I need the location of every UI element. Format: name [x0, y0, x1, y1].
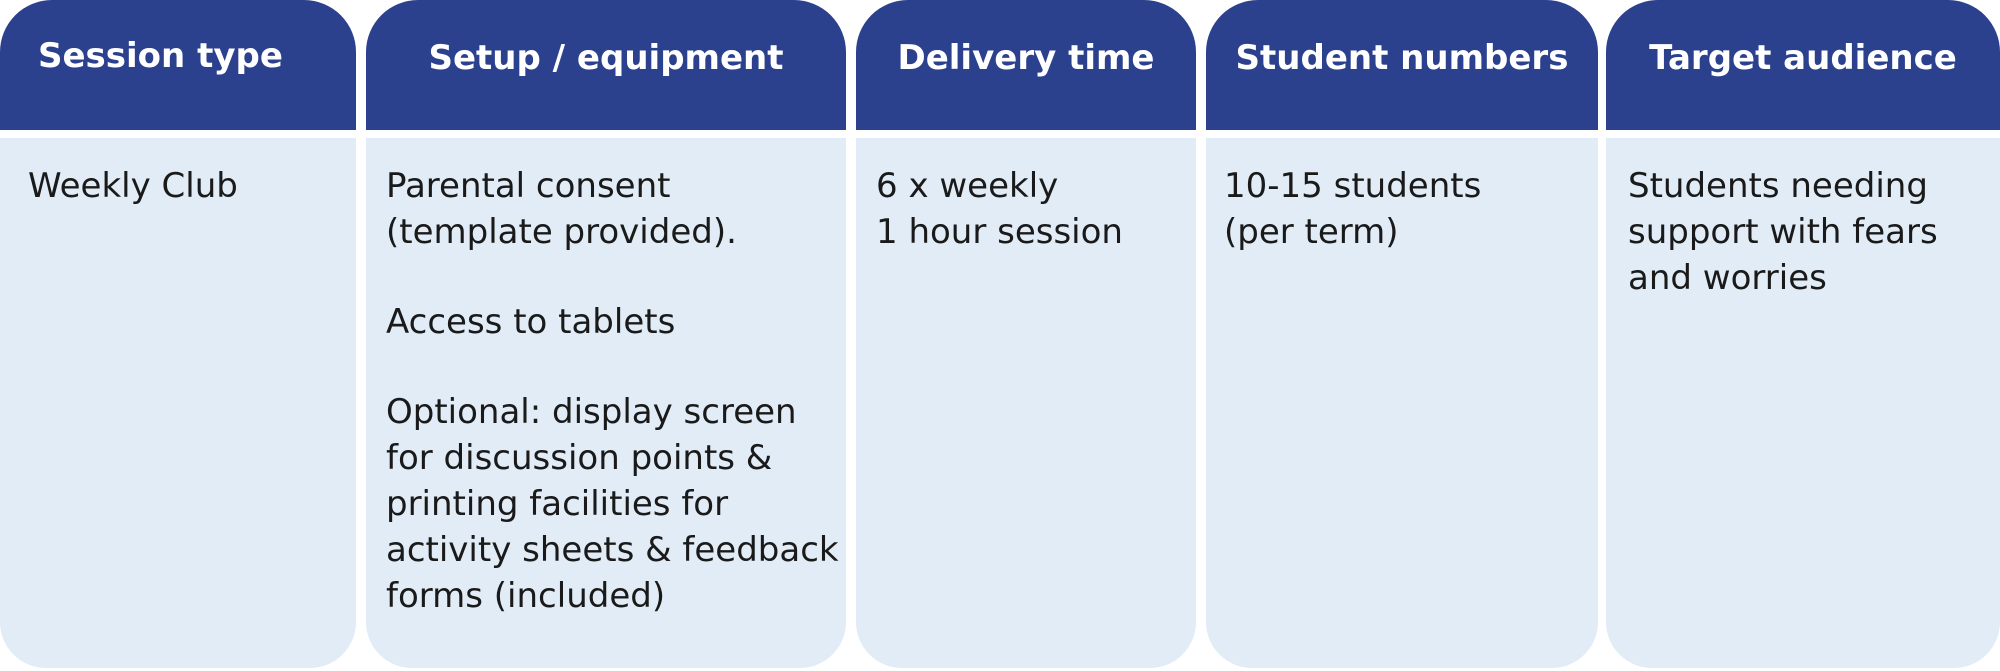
- column-delivery-time: Delivery time 6 x weekly 1 hour session: [856, 0, 1196, 668]
- header-label: Setup / equipment: [428, 38, 784, 78]
- cell-text-line: for discussion points &: [386, 438, 773, 478]
- column-session-type: Session type Weekly Club: [0, 0, 356, 668]
- header-session-type: Session type: [0, 0, 356, 130]
- cell-text-line: Optional: display screen: [386, 392, 797, 432]
- header-label: Student numbers: [1235, 38, 1569, 78]
- cell-student-numbers: 10-15 students (per term): [1206, 138, 1598, 668]
- header-delivery-time: Delivery time: [856, 0, 1196, 130]
- cell-text-line: printing facilities for: [386, 484, 729, 524]
- cell-text-line: and worries: [1628, 258, 1827, 298]
- cell-paragraph: Weekly Club: [28, 163, 356, 209]
- cell-paragraph: 6 x weekly 1 hour session: [876, 163, 1196, 255]
- cell-text-line: (template provided).: [386, 212, 737, 252]
- cell-setup-equipment: Parental consent (template provided). Ac…: [366, 138, 846, 668]
- cell-text-line: support with fears: [1628, 212, 1938, 252]
- cell-paragraph: Parental consent (template provided).: [386, 163, 846, 255]
- cell-text-line: forms (included): [386, 576, 666, 616]
- cell-text-line: Students needing: [1628, 166, 1928, 206]
- header-student-numbers: Student numbers: [1206, 0, 1598, 130]
- cell-text-line: Access to tablets: [386, 302, 676, 342]
- header-target-audience: Target audience: [1606, 0, 2000, 130]
- cell-delivery-time: 6 x weekly 1 hour session: [856, 138, 1196, 668]
- cell-paragraph: Optional: display screen for discussion …: [386, 389, 846, 619]
- cell-target-audience: Students needing support with fears and …: [1606, 138, 2000, 668]
- cell-text-line: Weekly Club: [28, 166, 238, 206]
- column-setup-equipment: Setup / equipment Parental consent (temp…: [366, 0, 846, 668]
- cell-paragraph: 10-15 students (per term): [1224, 163, 1598, 255]
- cell-text-line: 6 x weekly: [876, 166, 1059, 206]
- cell-session-type: Weekly Club: [0, 138, 356, 668]
- cell-text-line: (per term): [1224, 212, 1399, 252]
- cell-text-line: activity sheets & feedback: [386, 530, 839, 570]
- header-label: Delivery time: [897, 38, 1155, 78]
- cell-text-line: 10-15 students: [1224, 166, 1482, 206]
- header-label: Target audience: [1649, 38, 1957, 78]
- column-target-audience: Target audience Students needing support…: [1606, 0, 2000, 668]
- cell-text-line: 1 hour session: [876, 212, 1123, 252]
- column-student-numbers: Student numbers 10-15 students (per term…: [1206, 0, 1598, 668]
- cell-paragraph: Access to tablets: [386, 299, 846, 345]
- header-label: Session type: [38, 36, 283, 76]
- cell-paragraph: Students needing support with fears and …: [1628, 163, 2000, 301]
- header-setup-equipment: Setup / equipment: [366, 0, 846, 130]
- cell-text-line: Parental consent: [386, 166, 671, 206]
